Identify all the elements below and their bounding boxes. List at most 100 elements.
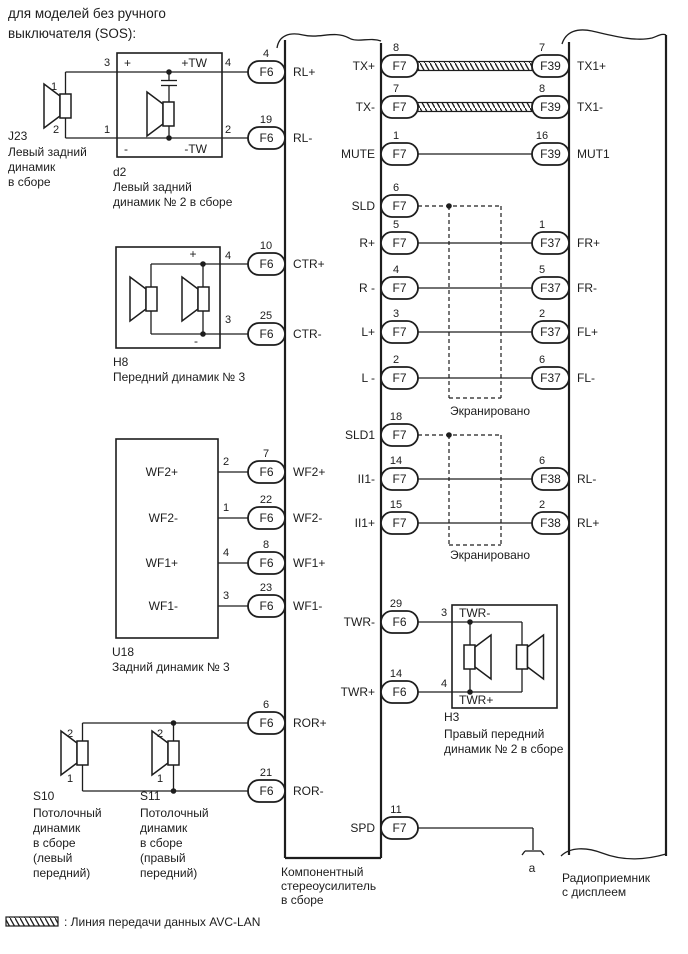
pin-number: 6 [539, 455, 545, 467]
port-label: SLD1 [345, 428, 375, 442]
port-label: FR+ [577, 236, 600, 250]
ground-point-label: a [529, 861, 536, 875]
component-u18: WF2+ WF2- WF1+ WF1- 2 1 4 3 U18 Задний д… [112, 438, 248, 674]
pin-number: 14 [390, 455, 402, 467]
amp-right-connectors: F7 8 TX+ F7 7 TX- F7 1 MUTE F7 6 SLD F7 … [341, 42, 419, 840]
port-ctr-plus: F6 10 CTR+ [247, 240, 325, 276]
pin-number: 25 [260, 310, 272, 322]
connector-pill [380, 142, 419, 166]
pin-number: 4 [441, 678, 447, 690]
shield-box-sld: Экранировано [418, 203, 530, 418]
port-label: FR- [577, 281, 597, 295]
port-rl-minus: F6 19 RL- [247, 114, 312, 150]
avc-lan-ribbon [417, 101, 533, 113]
port-fl-minus: F37 6 FL- [531, 354, 595, 390]
component-desc: динамик № 2 в сборе [444, 742, 564, 756]
connector-pill [380, 610, 419, 634]
pin-number: 3 [223, 590, 229, 602]
radio-connectors: F39 7 TX1+ F39 8 TX1- F39 16 MUT1 F37 1 … [531, 42, 610, 535]
connector-label: F6 [259, 257, 273, 271]
avc-lan-ribbon [417, 60, 533, 72]
port-label: MUTE [341, 147, 375, 161]
pin-number: 4 [225, 57, 231, 69]
connector-label: F7 [392, 147, 406, 161]
pin-number: 29 [390, 598, 402, 610]
component-id: d2 [113, 165, 127, 179]
terminal-label: - [194, 334, 198, 348]
port-tx-plus: F7 8 TX+ [353, 42, 419, 78]
connector-label: F37 [540, 371, 561, 385]
component-desc: (правый [140, 851, 186, 865]
component-id: H8 [113, 355, 129, 369]
connector-label: F6 [259, 65, 273, 79]
inner-terminal-label: WF2- [149, 511, 178, 525]
component-desc: передний) [140, 866, 197, 880]
page-title: для моделей без ручного выключателя (SOS… [8, 6, 166, 41]
component-desc: в сборе [8, 175, 51, 189]
legend: : Линия передачи данных AVC-LAN [5, 915, 260, 929]
port-mute: F7 1 MUTE [341, 130, 419, 166]
port-label: RL+ [577, 516, 599, 530]
pin-number: 1 [67, 773, 73, 785]
connector-pill [247, 60, 286, 84]
pin-number: 4 [225, 250, 231, 262]
connector-label: F7 [392, 236, 406, 250]
port-label: SLD [352, 199, 376, 213]
port-ii1-plus: F7 15 II1+ [355, 499, 419, 535]
connector-label: F7 [392, 821, 406, 835]
connector-pill [531, 54, 570, 78]
connector-label: F38 [540, 516, 561, 530]
connector-label: F7 [392, 281, 406, 295]
connector-pill [247, 594, 286, 618]
pin-number: 2 [53, 124, 59, 136]
connector-label: F6 [259, 599, 273, 613]
connector-label: F39 [540, 100, 561, 114]
radio-label-2: с дисплеем [562, 885, 626, 899]
speaker-icon [463, 634, 492, 680]
pin-number: 2 [223, 456, 229, 468]
amplifier-label-3: в сборе [281, 893, 324, 907]
pin-number: 6 [263, 699, 269, 711]
port-wf1-plus: F6 8 WF1+ [247, 539, 325, 575]
pin-number: 3 [393, 308, 399, 320]
component-desc: динамик [8, 160, 56, 174]
connector-label: F37 [540, 325, 561, 339]
connector-pill [247, 506, 286, 530]
pin-number: 1 [393, 130, 399, 142]
legend-text: : Линия передачи данных AVC-LAN [64, 915, 260, 929]
connector-label: F6 [259, 556, 273, 570]
pin-number: 7 [393, 83, 399, 95]
connector-label: F38 [540, 472, 561, 486]
port-ctr-minus: F6 25 CTR- [247, 310, 322, 346]
connector-pill [531, 142, 570, 166]
component-desc: динамик № 2 в сборе [113, 195, 233, 209]
pin-number: 6 [393, 182, 399, 194]
torn-edge [560, 848, 667, 860]
connector-pill [247, 252, 286, 276]
port-label: SPD [350, 821, 375, 835]
component-desc: Потолочный [140, 806, 209, 820]
port-label: RL+ [293, 65, 315, 79]
port-l-minus: F7 2 L - [361, 354, 419, 390]
connector-pill [380, 680, 419, 704]
connector-pill [380, 194, 419, 218]
pin-number: 21 [260, 767, 272, 779]
pin-number: 5 [539, 264, 545, 276]
component-desc: в сборе [33, 836, 76, 850]
port-wf2-minus: F6 22 WF2- [247, 494, 322, 530]
port-spd: F7 11 SPD [350, 804, 419, 840]
pin-number: 22 [260, 494, 272, 506]
connector-pill [531, 231, 570, 255]
amplifier-label-2: стереоусилитель [281, 879, 376, 893]
pin-number: 1 [223, 502, 229, 514]
terminal-label: +TW [181, 56, 207, 70]
connector-label: F6 [259, 511, 273, 525]
amplifier-label-1: Компонентный [281, 865, 363, 879]
port-label: L+ [361, 325, 375, 339]
port-sld: F7 6 SLD [352, 182, 419, 218]
terminal-label: + [189, 247, 196, 261]
torn-edge [561, 29, 667, 45]
radio-label-1: Радиоприемник [562, 871, 651, 885]
component-desc: Задний динамик № 3 [112, 660, 230, 674]
connector-label: F6 [392, 615, 406, 629]
